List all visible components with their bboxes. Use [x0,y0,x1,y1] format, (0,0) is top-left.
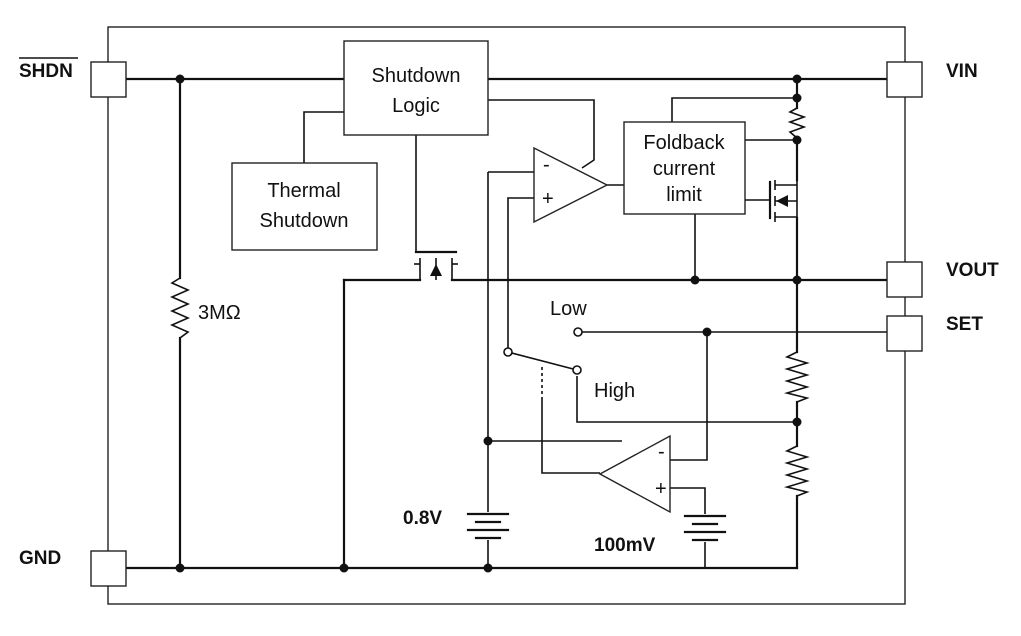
sense-resistor [787,107,807,139]
pin-gnd-label: GND [19,548,61,569]
shutdown-logic-line2: Logic [392,95,440,117]
reference-0p8v: 0.8V [403,508,510,540]
comparator-minus: - [658,441,665,463]
wiring [124,77,889,570]
error-amp-minus: - [543,154,550,176]
pin-vout: VOUT [886,260,999,298]
pin-gnd: GND [19,548,127,587]
pin-shdn-label: SHDN [19,61,73,82]
comparator: - + [598,434,671,514]
shutdown-logic-line1: Shutdown [372,65,461,87]
pass-transistor [768,180,798,222]
switch-high-label: High [594,380,635,402]
foldback-line2: current [653,158,716,180]
shutdown-logic-block: Shutdown Logic [343,40,489,136]
error-amplifier: - + [533,146,609,224]
thermal-shutdown-line1: Thermal [267,180,340,202]
pin-set-label: SET [946,314,983,335]
resistor-3m: 3MΩ [170,277,241,339]
pin-shdn: SHDN [19,57,127,98]
foldback-current-limit-block: Foldback current limit [623,121,746,215]
pin-vin: VIN [886,61,978,98]
resistor-3m-label: 3MΩ [198,302,241,324]
switch-low-label: Low [550,298,587,320]
offset-100mv: 100mV [594,514,727,556]
shutdown-fet [414,250,458,280]
reference-0p8v-label: 0.8V [403,508,442,529]
comparator-plus: + [655,478,667,500]
thermal-shutdown-line2: Shutdown [260,210,349,232]
thermal-shutdown-block: Thermal Shutdown [231,162,378,251]
divider-resistor-upper [783,351,810,403]
pin-vin-label: VIN [946,61,978,82]
pin-set: SET [886,314,983,352]
foldback-line1: Foldback [643,132,725,154]
junction-dots [175,74,802,573]
offset-100mv-label: 100mV [594,535,656,556]
divider-resistor-lower [783,445,810,497]
error-amp-plus: + [542,188,554,210]
foldback-line3: limit [666,184,702,206]
pin-vout-label: VOUT [946,260,999,281]
range-switch: Low High [503,298,635,402]
